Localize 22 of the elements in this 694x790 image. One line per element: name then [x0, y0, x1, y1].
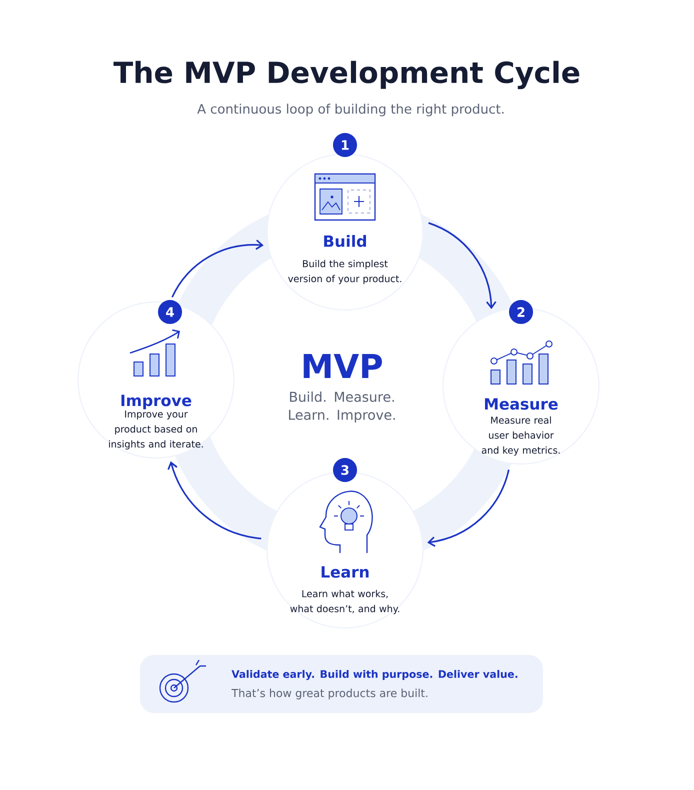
number-badge: 1: [333, 133, 357, 157]
step-description: Measure real user behavior and key metrics.: [482, 416, 560, 456]
number-badge: 2: [509, 300, 533, 324]
arrow: [168, 461, 262, 540]
step-description: Build the simplest version of your product.: [288, 260, 402, 284]
arrow: [428, 222, 496, 310]
step-description: Learn what works, what doesn’t, and why.: [290, 590, 400, 614]
banner-headline: Validate early. Build with purpose. Deliver value.: [232, 670, 518, 680]
center-tagline: Build. Measure. Learn. Improve.: [289, 391, 395, 423]
arrow: [171, 240, 264, 298]
step-title: Measure: [485, 398, 558, 410]
number-badge: 3: [333, 458, 357, 482]
step-title: Build: [324, 235, 366, 247]
number-badge: 4: [158, 300, 182, 324]
title: The MVP Development Cycle: [114, 60, 580, 90]
step-title: Learn: [322, 566, 369, 578]
banner-text: That’s how great products are built.: [232, 688, 428, 700]
step-description: Improve your product based on insights and iterate.: [109, 410, 203, 450]
subtitle: A continuous loop of building the right product.: [197, 104, 504, 116]
arrow: [427, 469, 510, 547]
step-title: Improve: [121, 394, 192, 410]
center-heading: MVP: [304, 354, 382, 378]
